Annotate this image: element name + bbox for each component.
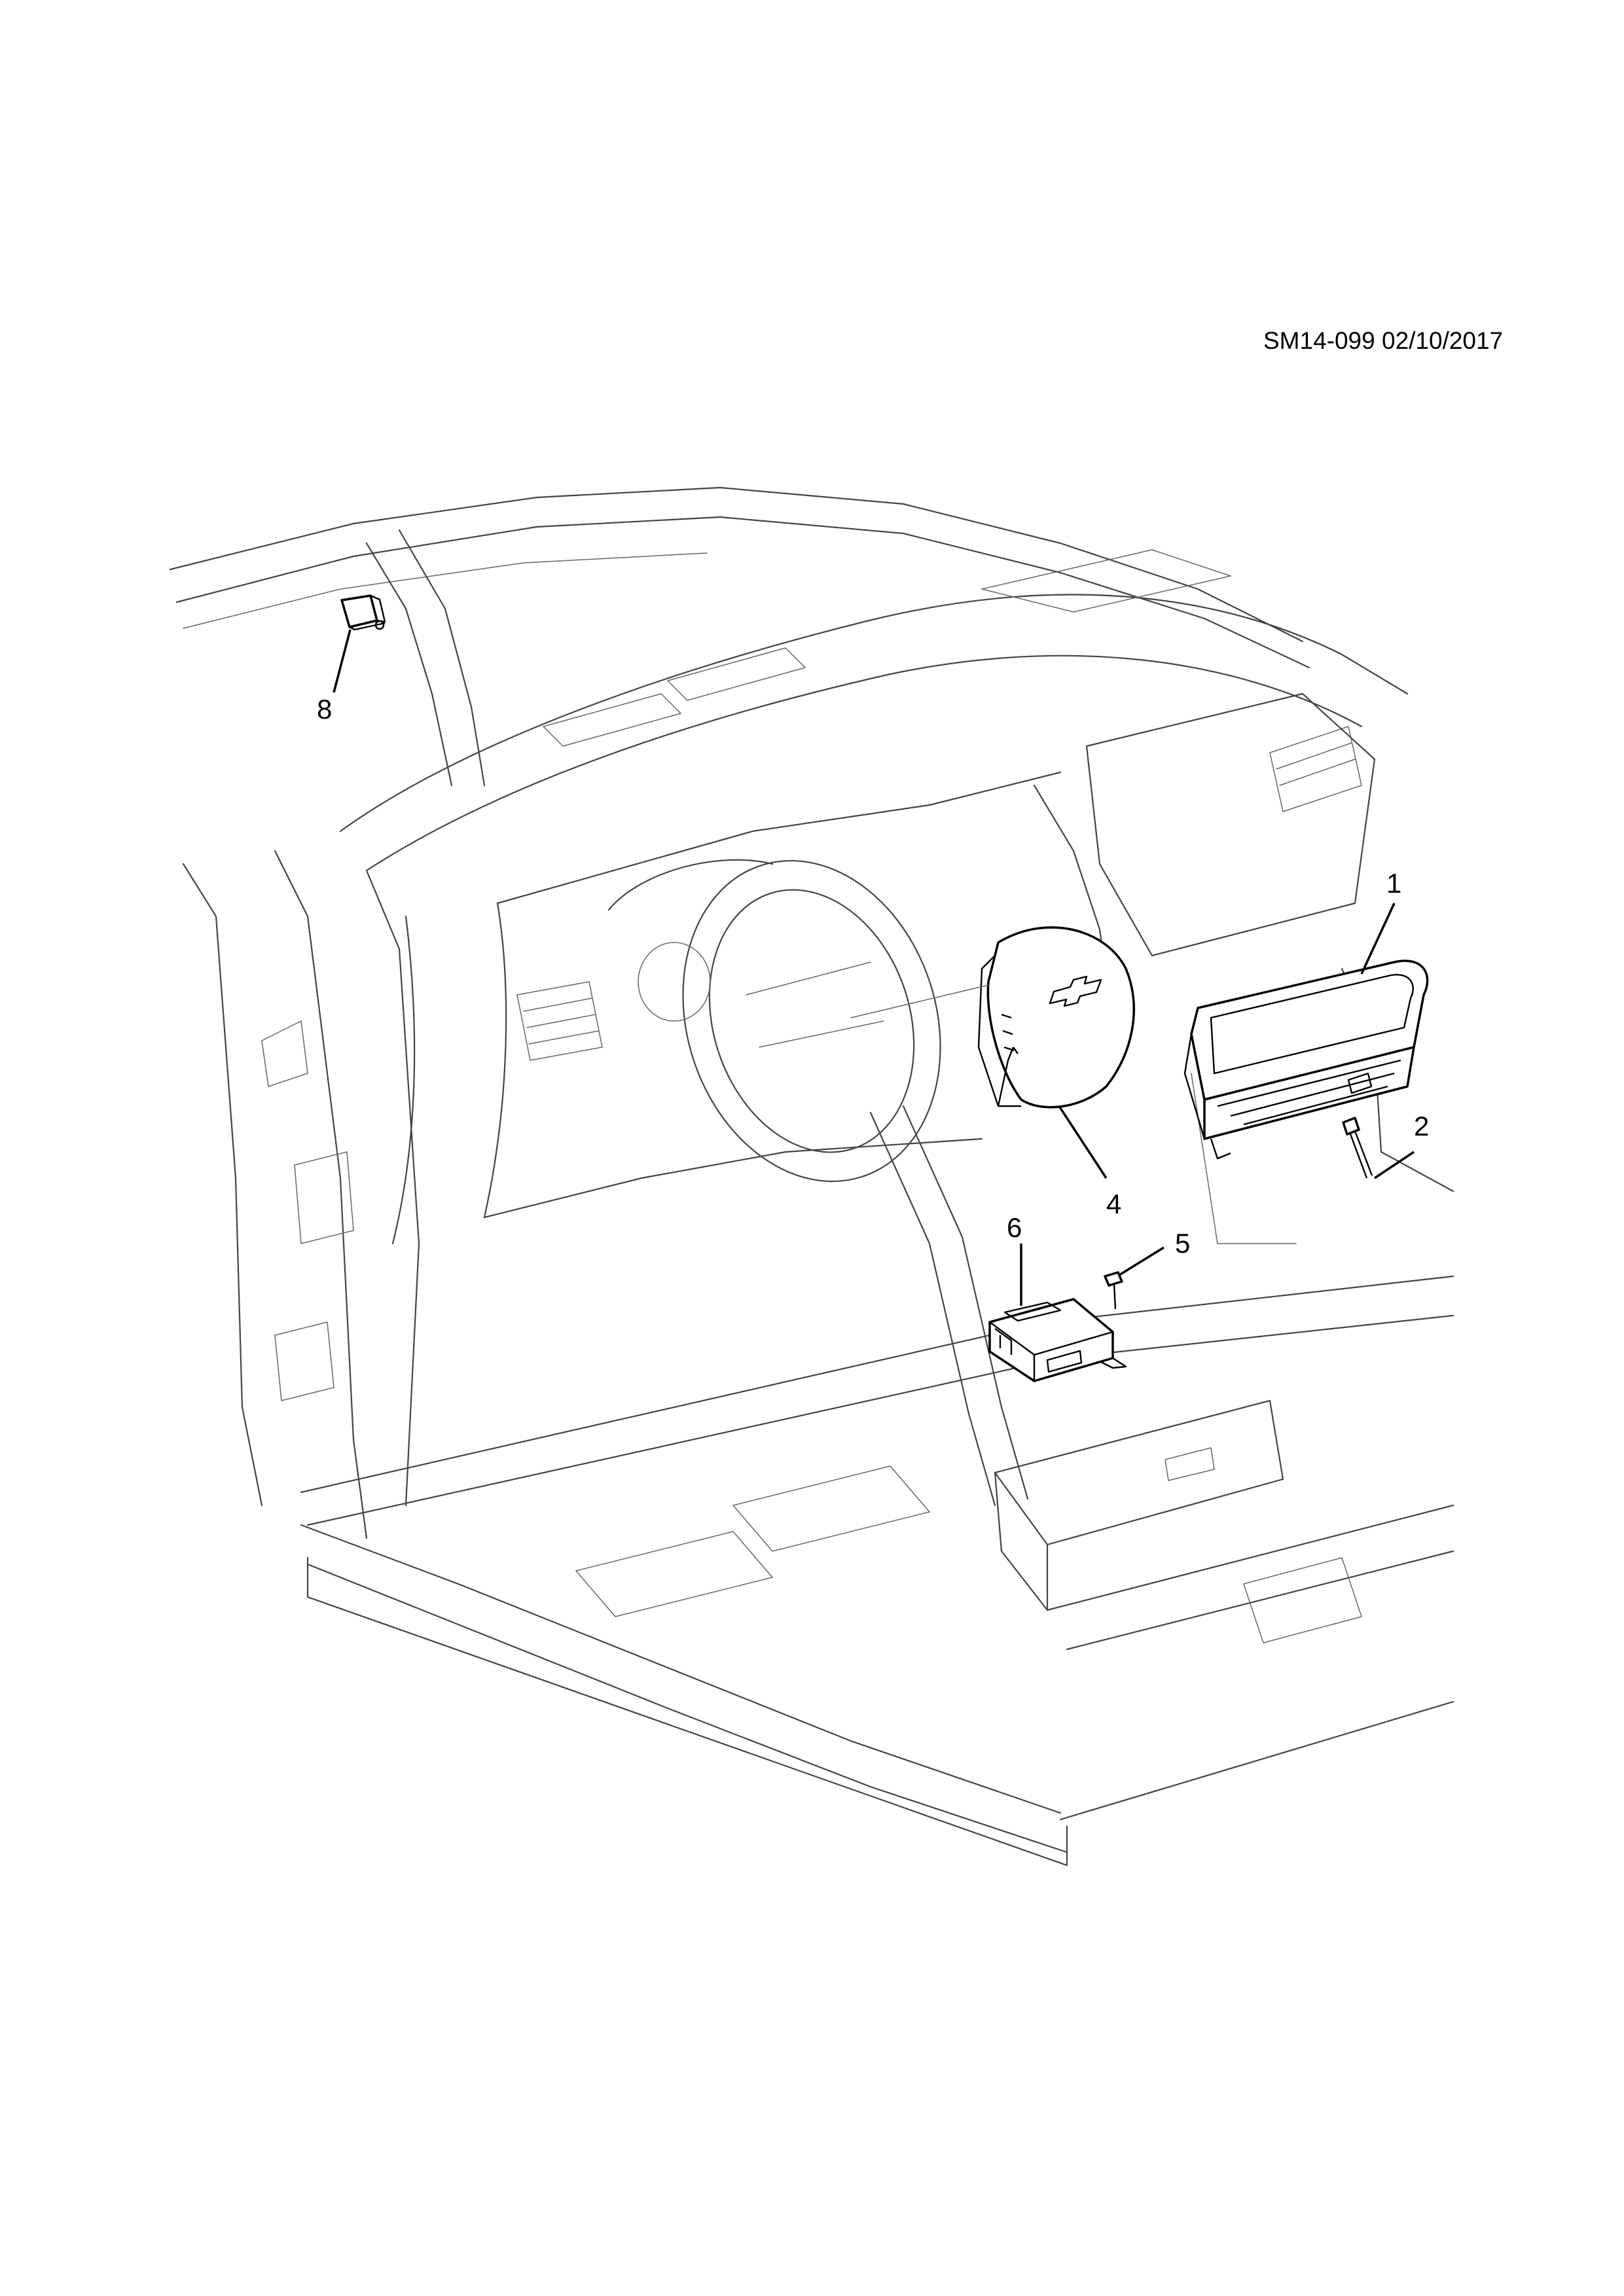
callout-label-5: 5 <box>1175 1228 1190 1259</box>
part-1-passenger-airbag <box>1183 960 1429 1160</box>
callout-label-2: 2 <box>1414 1111 1429 1141</box>
leader-line-2 <box>1374 1151 1415 1179</box>
leader-line-5 <box>1119 1246 1164 1276</box>
part-6-sensing-diagnostic-module <box>988 1298 1127 1382</box>
callout-label-8: 8 <box>317 694 332 725</box>
part-4-steering-wheel-airbag <box>850 926 1135 1109</box>
part-5-nut <box>1104 1271 1123 1310</box>
chevrolet-bowtie-logo <box>1049 975 1102 1007</box>
leader-line-1 <box>1360 903 1396 975</box>
part-2-bolt <box>1342 1117 1373 1179</box>
vehicle-body-structure <box>169 486 1454 1867</box>
callout-label-4: 4 <box>1106 1189 1121 1219</box>
leader-line-4 <box>1058 1105 1108 1179</box>
callout-label-1: 1 <box>1386 868 1401 899</box>
leader-line-8 <box>333 629 352 693</box>
part-8-impact-sensor <box>340 594 386 631</box>
callout-label-6: 6 <box>1007 1212 1022 1243</box>
drawing-reference-id: SM14-099 02/10/2017 <box>1263 327 1504 354</box>
